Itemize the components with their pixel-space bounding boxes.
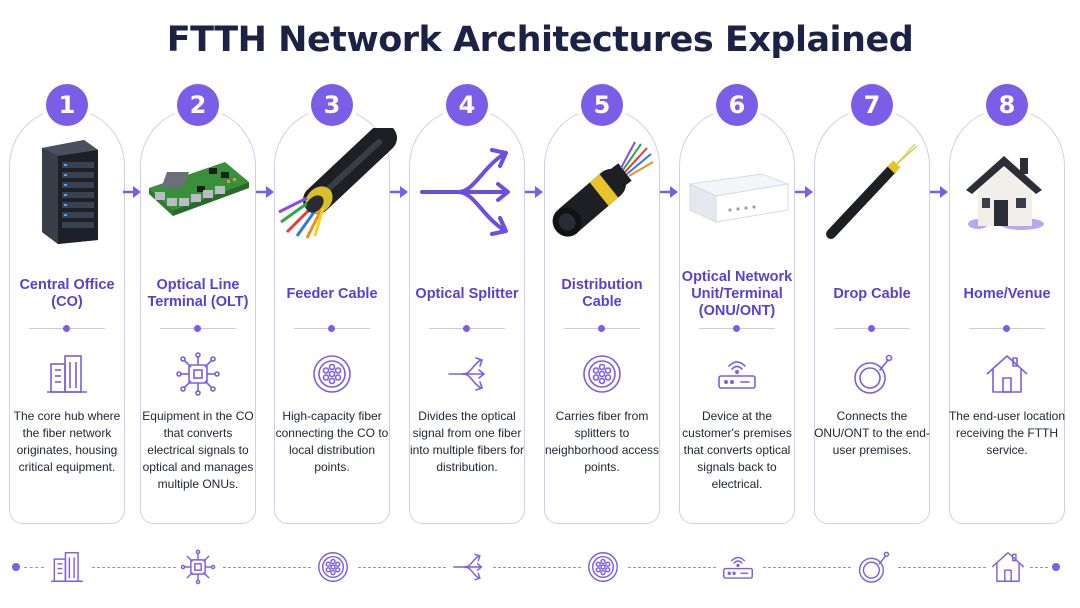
step-description-7: Connects the ONU/ONT to the end-user pre… xyxy=(814,409,930,457)
timeline-dash xyxy=(898,567,986,568)
timeline-dash xyxy=(493,567,581,568)
timeline-dash xyxy=(763,567,851,568)
step-description-4: Divides the optical signal from one fibe… xyxy=(409,409,525,474)
timeline-end-dot xyxy=(1052,563,1060,571)
separator-dot-1 xyxy=(63,325,70,332)
router-icon xyxy=(713,350,761,398)
steps-container: 1 Central Office (CO) xyxy=(2,84,1072,524)
separator-dot-5 xyxy=(598,325,605,332)
separator-dot-2 xyxy=(194,325,201,332)
step-card-4 xyxy=(409,108,525,524)
house-icon xyxy=(983,350,1031,398)
step-description-5: Carries fiber from splitters to neighbor… xyxy=(544,409,660,474)
page-title: FTTH Network Architectures Explained xyxy=(166,20,914,60)
separator-dot-8 xyxy=(1003,325,1010,332)
step-label-8: Home/Venue xyxy=(963,285,1051,302)
cable-cross-section-icon xyxy=(578,350,626,398)
timeline-dash xyxy=(628,567,716,568)
fiber-cable-illustration xyxy=(267,124,397,246)
cable-cross-section-icon xyxy=(584,548,622,586)
server-rack-illustration xyxy=(2,128,132,246)
router-box-illustration xyxy=(672,128,802,246)
flow-arrow-4 xyxy=(525,184,543,200)
step-number-badge-7: 7 xyxy=(851,84,893,126)
step-number-badge-3: 3 xyxy=(311,84,353,126)
step-number-badge-4: 4 xyxy=(446,84,488,126)
step-label-1: Central Office (CO) xyxy=(19,277,115,310)
step-number-badge-6: 6 xyxy=(716,84,758,126)
step-number-badge-8: 8 xyxy=(986,84,1028,126)
step-number-badge-1: 1 xyxy=(46,84,88,126)
bottom-icon-timeline xyxy=(0,542,1080,592)
step-number-badge-2: 2 xyxy=(177,84,219,126)
flow-arrow-3 xyxy=(390,184,408,200)
timeline-dash xyxy=(1030,567,1048,568)
step-label-2: Optical Line Terminal (OLT) xyxy=(147,277,249,310)
flow-arrow-5 xyxy=(660,184,678,200)
timeline-dash xyxy=(223,567,311,568)
step-label-5: Distribution Cable xyxy=(561,277,643,310)
coiled-cable-icon xyxy=(854,548,892,586)
building-icon xyxy=(43,350,91,398)
step-number-badge-5: 5 xyxy=(581,84,623,126)
flow-arrow-7 xyxy=(930,184,948,200)
flow-arrow-6 xyxy=(795,184,813,200)
splitter-arrows-illustration xyxy=(402,128,532,246)
step-label-3: Feeder Cable xyxy=(286,285,378,302)
timeline-dash xyxy=(358,567,446,568)
step-card-7 xyxy=(814,108,930,524)
step-label-4: Optical Splitter xyxy=(415,285,519,302)
distribution-cable-illustration xyxy=(537,128,667,246)
separator-dot-7 xyxy=(868,325,875,332)
coiled-cable-icon xyxy=(848,350,896,398)
step-description-1: The core hub where the fiber network ori… xyxy=(13,409,121,474)
separator-dot-4 xyxy=(463,325,470,332)
step-label-6: Optical Network Unit/Terminal (ONU/ONT) xyxy=(681,268,793,319)
separator-dot-3 xyxy=(328,325,335,332)
splitter-icon xyxy=(449,548,487,586)
separator-dot-6 xyxy=(733,325,740,332)
chip-icon xyxy=(179,548,217,586)
timeline-dash xyxy=(24,567,44,568)
chip-icon xyxy=(174,350,222,398)
cable-cross-section-icon xyxy=(308,350,356,398)
building-icon xyxy=(48,548,86,586)
house-illustration xyxy=(942,128,1072,246)
house-icon xyxy=(989,548,1027,586)
splitter-icon xyxy=(443,350,491,398)
cable-cross-section-icon xyxy=(314,548,352,586)
step-description-2: Equipment in the CO that converts electr… xyxy=(142,409,254,491)
circuit-board-illustration xyxy=(133,128,263,246)
drop-cable-illustration xyxy=(807,128,937,246)
step-description-3: High-capacity fiber connecting the CO to… xyxy=(275,409,389,474)
step-label-7: Drop Cable xyxy=(833,285,911,302)
step-description-8: The end-user location receiving the FTTH… xyxy=(948,409,1066,457)
flow-arrow-2 xyxy=(256,184,274,200)
timeline-start-dot xyxy=(12,563,20,571)
flow-arrow-1 xyxy=(123,184,141,200)
router-icon xyxy=(719,548,757,586)
step-description-6: Device at the customer's premises that c… xyxy=(682,409,792,491)
timeline-dash xyxy=(92,567,176,568)
